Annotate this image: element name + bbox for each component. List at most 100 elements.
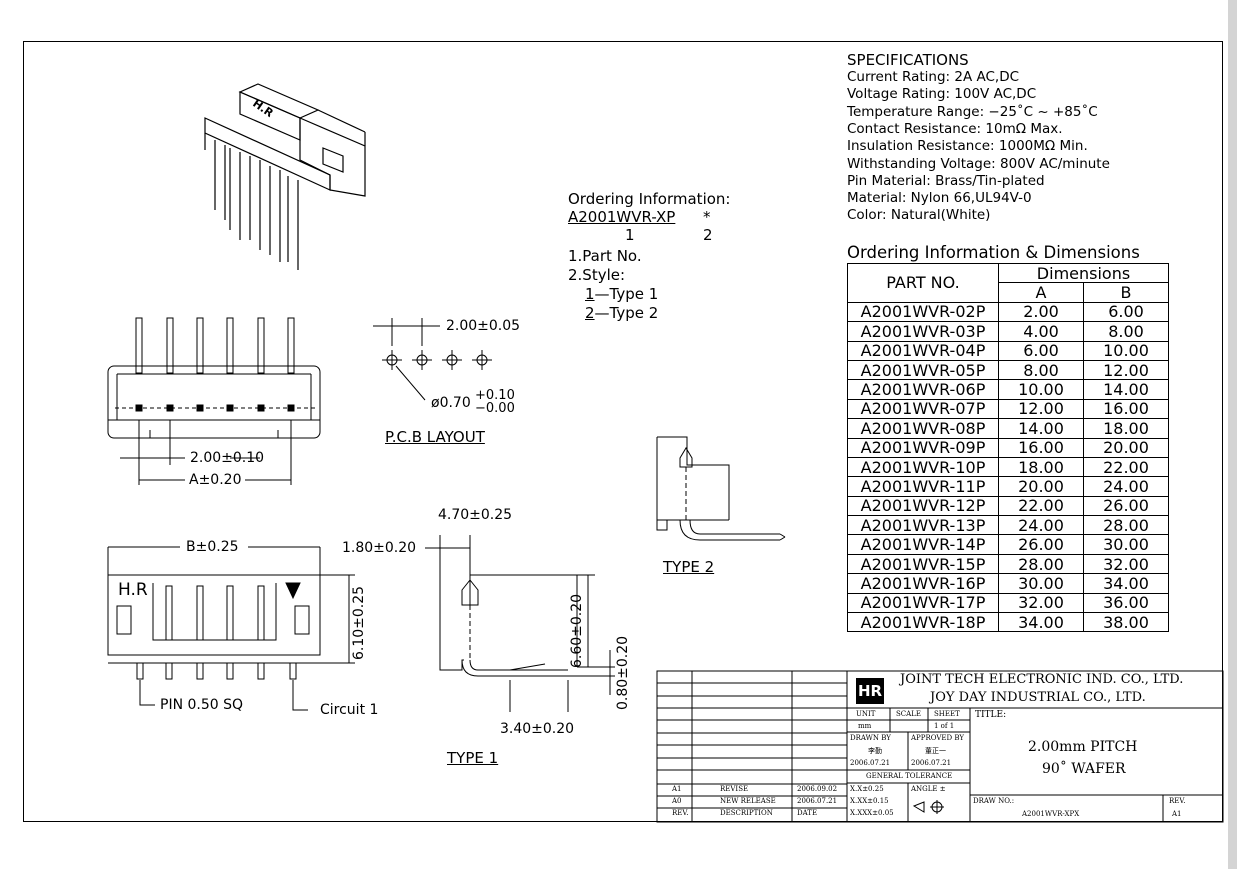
draw-no-label: DRAW NO.: [973,797,1015,805]
dim-a-cell: 26.00 [998,534,1084,555]
pin [287,317,295,374]
bottom-view-pins [136,585,297,680]
pin-size-label: PIN 0.50 SQ [160,697,244,713]
iso-hr-mark: H.R [250,97,276,120]
dim-3-40: 3.40±0.20 [500,721,575,737]
tolerance-2: X.XX±0.15 [850,797,889,805]
dim-6-10: 6.10±0.25 [351,585,367,660]
dim-a-cell: 18.00 [998,456,1084,478]
revision-desc: NEW RELEASE [720,797,776,805]
drawn-by-label: DRAWN BY [850,734,891,742]
pin [226,585,234,641]
dim-b-cell: 26.00 [1083,495,1169,517]
part-number-cell: A2001WVR-15P [847,553,999,575]
dim-b-cell: 22.00 [1083,456,1169,478]
top-view-pins [135,317,295,412]
drawing-title-1: 2.00mm PITCH [1028,739,1138,755]
title-block-lines [656,670,1224,823]
pin [196,585,204,641]
tolerance-3: X.XXX±0.05 [850,809,894,817]
sheet-value: 1 of 1 [934,722,955,730]
pin [257,317,265,374]
spec-line: Current Rating: 2A AC,DC [847,69,1020,85]
pin-section [226,404,234,412]
ordering-style-2: 2—Type 2 [585,304,658,323]
tolerance-1: X.X±0.25 [850,785,884,793]
ordering-line-part: 1.Part No. [568,247,642,265]
dim-hole-minus: −0.00 [475,401,515,416]
front-view-top [107,365,321,439]
rev-value: A1 [1172,810,1182,818]
ordering-line-style: 2.Style: [568,266,626,284]
revision-desc: DESCRIPTION [720,809,773,817]
pcb-layout-label: P.C.B LAYOUT [385,428,485,446]
spec-line: Withstanding Voltage: 800V AC/minute [847,155,1110,172]
dim-a-cell: 28.00 [998,553,1084,575]
ordering-title: Ordering Information: [568,190,731,208]
dim-a-cell: 2.00 [998,301,1084,323]
drawn-date: 2006.07.21 [850,759,891,767]
revision-rev: A0 [672,797,682,805]
general-tolerance-label: GENERAL TOLERANCE [866,772,953,780]
ordering-star: * [703,208,711,226]
dim-a: A±0.20 [189,472,242,488]
revision-rev: A1 [672,785,682,793]
pin [226,317,234,374]
dim-b: B±0.25 [186,539,239,555]
specs-title: SPECIFICATIONS [847,51,969,69]
spec-line: Material: Nylon 66,UL94V-0 [847,190,1032,207]
revision-rev: REV. [672,809,689,817]
draw-no-value: A2001WVR-XPX [1022,810,1080,818]
drawing-title-2: 90˚ WAFER [1042,761,1126,777]
ordering-n1: 1 [625,226,635,244]
approved-by-label: APPROVED BY [911,734,965,742]
dim-b-cell: 24.00 [1083,476,1169,497]
pin [196,317,204,374]
pin-section [166,404,174,412]
part-number-cell: A2001WVR-06P [847,379,999,400]
dim-hole-plus: +0.10 [475,388,515,403]
spec-line: Pin Material: Brass/Tin-plated [847,172,1045,189]
front-view-bottom [107,546,355,711]
ordering-style-2-text: —Type 2 [594,304,659,322]
sheet-label: SHEET [934,710,960,718]
pin-tail [289,662,297,680]
approved-date: 2006.07.21 [911,759,952,767]
dim-4-70: 4.70±0.25 [438,507,513,523]
spec-line: Color: Natural(White) [847,207,991,224]
pin-section [135,404,143,412]
dim-b-cell: 34.00 [1083,573,1169,594]
part-number-cell: A2001WVR-18P [847,612,999,633]
dim-b-cell: 10.00 [1083,340,1169,361]
pin-tail [196,662,204,680]
pin-section [287,404,295,412]
revision-desc: REVISE [720,785,749,793]
pin-tail [226,662,234,680]
table-title: Ordering Information & Dimensions [847,243,1140,262]
ordering-style-2-num: 2 [585,304,595,322]
pin-tail [136,662,144,680]
type2-label: TYPE 2 [663,558,715,576]
scale-label: SCALE [896,710,921,718]
spec-line: Contact Resistance: 10mΩ Max. [847,120,1063,137]
dim-a-cell: 22.00 [998,495,1084,517]
dim-b-cell: 32.00 [1083,553,1169,575]
dim-1-80: 1.80±0.20 [342,540,417,556]
header-dimensions: Dimensions [998,262,1169,284]
revision-date: 2006.09.02 [797,785,838,793]
ordering-style-1: 1—Type 1 [585,285,658,304]
dim-a-cell: 34.00 [998,612,1084,633]
ordering-style-1-num: 1 [585,285,595,303]
dim-a-cell: 12.00 [998,398,1084,420]
spec-line: Insulation Resistance: 1000MΩ Min. [847,138,1088,155]
pin-tail [257,662,265,680]
scrollbar[interactable] [1228,0,1237,869]
